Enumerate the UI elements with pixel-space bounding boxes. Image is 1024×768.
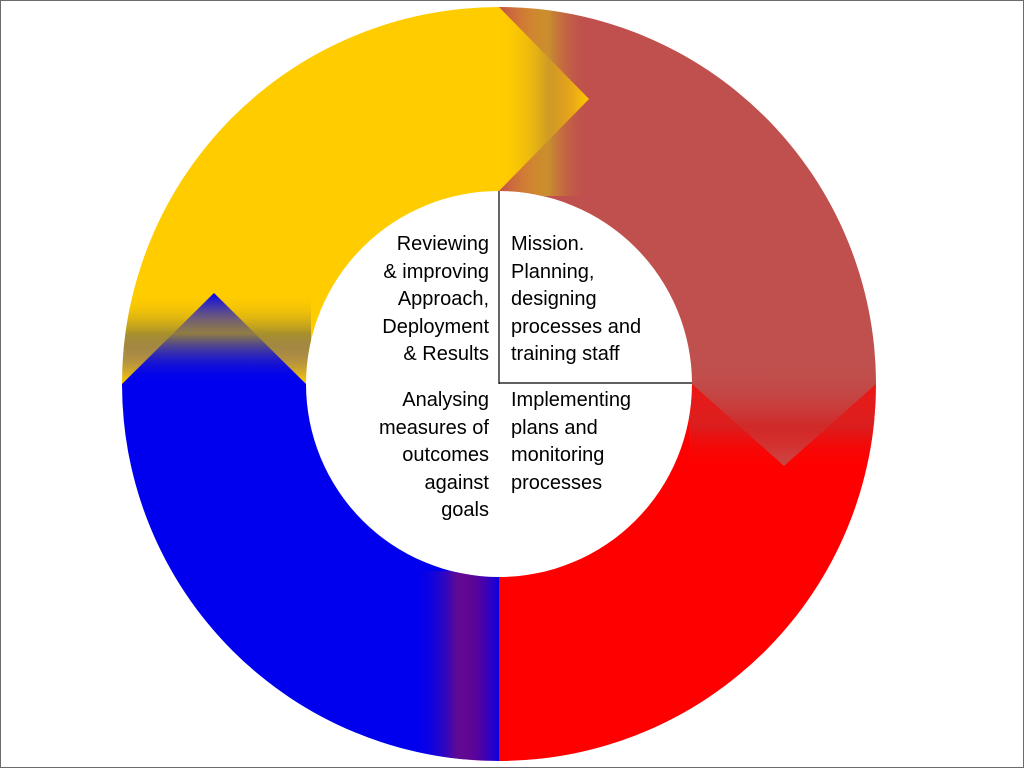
segment-bottom-right bbox=[499, 384, 876, 761]
blend-top bbox=[499, 7, 589, 196]
quadrant-text-top-left: Reviewing & improving Approach, Deployme… bbox=[382, 233, 489, 365]
blend-bottom bbox=[413, 571, 501, 761]
quadrant-text-top-right: Mission. Planning, designing processes a… bbox=[511, 233, 642, 365]
segment-top-right bbox=[499, 7, 876, 384]
blend-left bbox=[121, 293, 311, 383]
blend-right bbox=[689, 361, 876, 471]
quadrant-text-bottom-left: Analysing measures of outcomes against g… bbox=[378, 389, 489, 521]
segment-bottom-left bbox=[122, 384, 499, 761]
quadrant-text-bottom-right: Implementing plans and monitoring proces… bbox=[511, 389, 632, 494]
segment-top-left bbox=[122, 7, 499, 384]
